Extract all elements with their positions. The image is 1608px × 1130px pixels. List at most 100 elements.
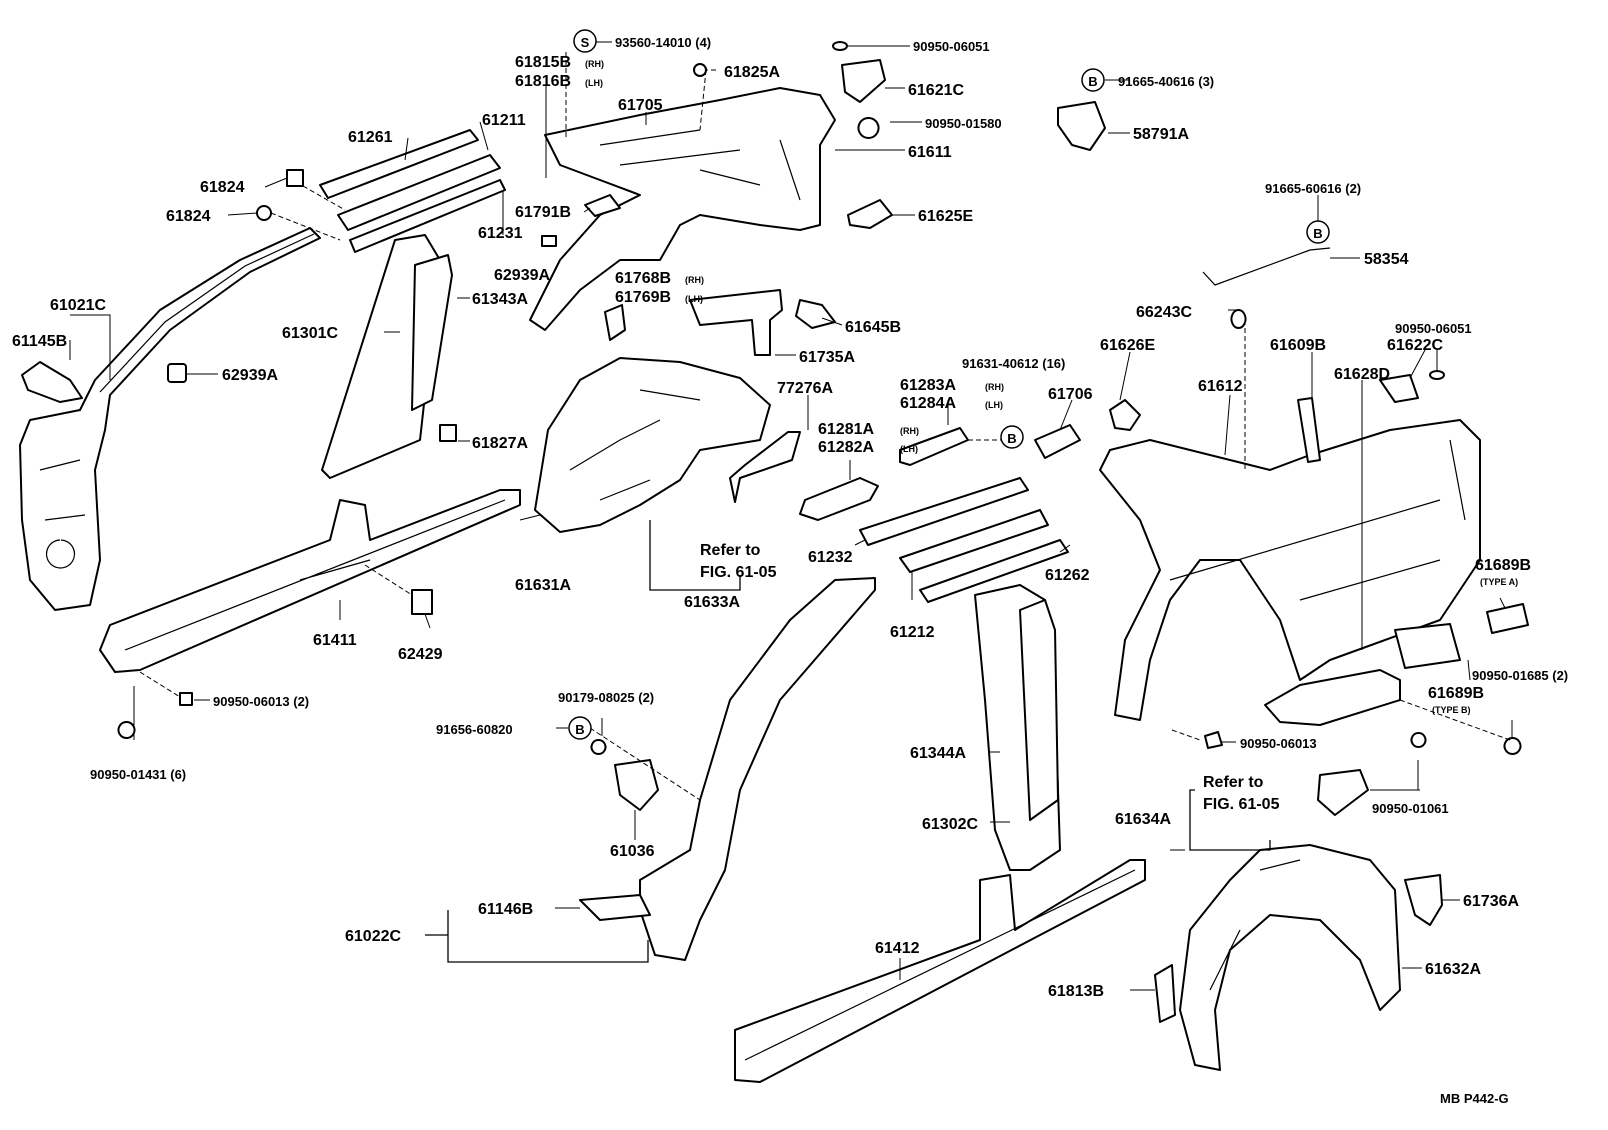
tag-rh: (RH) (585, 59, 604, 69)
label-90950-06013-right: 90950-06013 (1240, 736, 1317, 751)
rail-61261-shape (319, 129, 479, 199)
label-58354: 58354 (1364, 251, 1409, 268)
bracket-61036-shape (614, 759, 659, 811)
symbol-b-91665-40616: B (1081, 68, 1105, 92)
part-shapes (19, 41, 1529, 1083)
tag-rh: (RH) (900, 426, 919, 436)
bracket-58791a-shape (1057, 101, 1106, 151)
bracket-61609b-shape (1297, 397, 1321, 463)
bracket-61634a-shape (1317, 769, 1369, 816)
label-61736a: 61736A (1463, 893, 1519, 910)
symbol-b-text: B (1313, 226, 1322, 241)
label-61212: 61212 (890, 624, 935, 641)
plug-90950-01580-shape (857, 117, 880, 139)
bracket-61735a-shape (689, 289, 783, 356)
symbol-b-91631-40612: B (1000, 425, 1024, 449)
symbol-b-text: B (1088, 74, 1097, 89)
label-90950-06013-left: 90950-06013 (2) (213, 694, 309, 709)
label-61231: 61231 (478, 225, 523, 242)
symbol-b-91665-60616: B (1306, 220, 1330, 244)
bracket-61146b-shape (579, 894, 651, 921)
rail-61262-shape (919, 539, 1069, 603)
label-61211: 61211 (482, 112, 526, 129)
clip-66243c-shape (1230, 309, 1247, 329)
label-91665-40616: 91665-40616 (3) (1118, 74, 1214, 89)
label-91656-60820: 91656-60820 (436, 722, 513, 737)
label-61036: 61036 (610, 843, 655, 860)
refer-to-text-2: Refer to (1203, 774, 1264, 791)
label-61645b: 61645B (845, 319, 901, 336)
label-91631-40612: 91631-40612 (16) (962, 356, 1065, 371)
label-61633a: 61633A (684, 594, 740, 611)
label-61824-b: 61824 (166, 208, 211, 225)
label-61262: 61262 (1045, 567, 1090, 584)
tag-lh: (LH) (585, 78, 603, 88)
rail-61212-shape (899, 509, 1049, 573)
label-62939a-top: 62939A (494, 267, 550, 284)
roof-side-rail-shape (19, 227, 321, 611)
label-61146b: 61146B (478, 901, 533, 918)
rocker-61411-shape (99, 489, 521, 673)
label-61621c: 61621C (908, 82, 964, 99)
label-61632a: 61632A (1425, 961, 1481, 978)
pad-61689b-a-shape (1486, 603, 1529, 634)
label-61609b: 61609B (1270, 337, 1326, 354)
label-58791a: 58791A (1133, 126, 1189, 143)
plate-62429-shape (411, 589, 433, 615)
bracket-61706-shape (1034, 424, 1081, 459)
symbol-b-text: B (1007, 431, 1016, 446)
upper-panel-detail (599, 129, 801, 201)
rail-61231-shape (349, 179, 506, 253)
refer-fig-text-1: FIG. 61-05 (700, 564, 777, 581)
label-61768b: 61768B (615, 270, 671, 287)
label-61634a: 61634A (1115, 811, 1171, 828)
tag-type-b: (TYPE B) (1432, 705, 1471, 715)
strip-61813b-shape (1154, 964, 1176, 1023)
label-90950-06051-top: 90950-06051 (913, 39, 990, 54)
tag-lh: (LH) (685, 294, 703, 304)
label-61411: 61411 (313, 632, 357, 649)
plug-90950-01431-shape (117, 721, 136, 739)
label-66243c: 66243C (1136, 304, 1192, 321)
label-61705: 61705 (618, 97, 663, 114)
label-61145b: 61145B (12, 333, 67, 350)
label-61612: 61612 (1198, 378, 1243, 395)
member-61281a-shape (799, 477, 879, 521)
label-61825a: 61825A (724, 64, 780, 81)
label-61813b: 61813B (1048, 983, 1104, 1000)
tag-type-a: (TYPE A) (1480, 577, 1518, 587)
label-61343a: 61343A (472, 291, 528, 308)
symbol-s-text: S (581, 35, 590, 50)
symbol-b-text: B (575, 722, 584, 737)
label-61631a: 61631A (515, 577, 571, 594)
fastener-symbols: S B B B B (568, 29, 1330, 740)
label-61791b: 61791B (515, 204, 571, 221)
bracket-61145b-shape (21, 361, 83, 403)
washer-90950-06051-top-shape (832, 41, 848, 51)
part-labels: 93560-14010 (4) 61815B (RH) 61816B (LH) … (12, 35, 1568, 1106)
label-61284a: 61284A (900, 395, 956, 412)
refer-to-text-1: Refer to (700, 542, 761, 559)
label-61815b: 61815B (515, 54, 571, 71)
label-61824-a: 61824 (200, 179, 245, 196)
label-61689b-b: 61689B (1428, 685, 1484, 702)
label-61302c: 61302C (922, 816, 978, 833)
member-61283a-shape (899, 427, 969, 466)
pillar-61301c-shape (321, 234, 441, 479)
label-62429: 62429 (398, 646, 443, 663)
label-90950-01580: 90950-01580 (925, 116, 1002, 131)
tag-lh: (LH) (900, 444, 918, 454)
label-61625e: 61625E (918, 208, 973, 225)
label-61827a: 61827A (472, 435, 528, 452)
label-61626e: 61626E (1100, 337, 1155, 354)
wheelhouse-outer-detail (1209, 859, 1301, 991)
label-61232: 61232 (808, 549, 853, 566)
label-61344a: 61344A (910, 745, 966, 762)
label-61281a: 61281A (818, 421, 874, 438)
bracket-61736a-shape (1404, 874, 1443, 926)
plug-90950-01685-shape (1503, 737, 1522, 755)
label-61022c: 61022C (345, 928, 401, 945)
rail-61211-shape (337, 154, 501, 231)
footer-code: MB P442-G (1440, 1091, 1509, 1106)
